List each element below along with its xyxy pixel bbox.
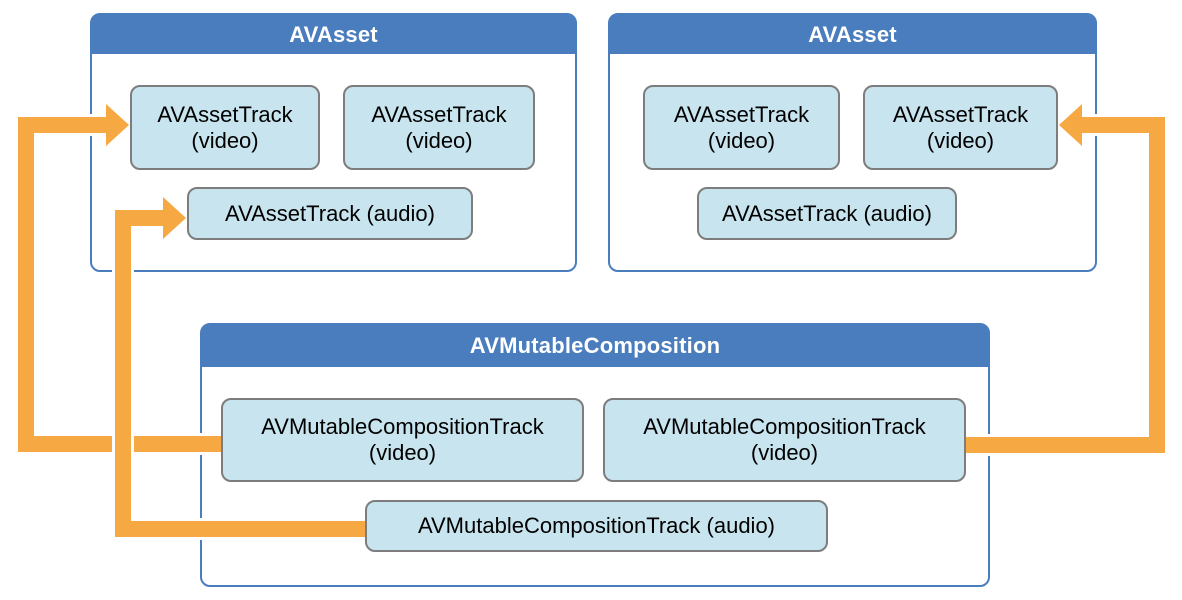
- track-label: AVMutableCompositionTrack: [643, 414, 926, 439]
- avmutablecomposition-title: AVMutableComposition: [469, 333, 721, 358]
- track-label: AVAssetTrack: [673, 101, 810, 127]
- avasset-left-title: AVAsset: [289, 21, 378, 47]
- track-sublabel: (video): [707, 127, 776, 153]
- avasset-left-video-track-2: AVAssetTrack (video): [343, 85, 535, 170]
- arrowhead-icon: [163, 197, 186, 239]
- track-label: AVAssetTrack (audio): [225, 200, 435, 226]
- arrowhead-icon: [1059, 104, 1082, 146]
- avasset-right-video-track-1: AVAssetTrack (video): [643, 85, 840, 170]
- track-label: AVAssetTrack: [157, 101, 293, 127]
- video-connector-right: [958, 104, 1168, 456]
- track-label: AVAssetTrack (audio): [722, 200, 932, 226]
- track-sublabel: (video): [368, 440, 437, 465]
- composition-video-track-1: AVMutableCompositionTrack (video): [221, 398, 584, 482]
- track-label: AVMutableCompositionTrack (audio): [417, 513, 776, 538]
- track-sublabel: (video): [750, 440, 819, 465]
- avasset-left-header: AVAsset: [92, 15, 575, 54]
- avasset-left-video-track-1: AVAssetTrack (video): [130, 85, 320, 170]
- avasset-right-audio-track: AVAssetTrack (audio): [697, 187, 957, 240]
- composition-audio-track: AVMutableCompositionTrack (audio): [365, 500, 828, 552]
- track-label: AVAssetTrack: [892, 101, 1029, 127]
- avasset-right-title: AVAsset: [808, 21, 897, 47]
- avasset-right-header: AVAsset: [610, 15, 1095, 54]
- audio-connector: [112, 197, 375, 540]
- track-sublabel: (video): [926, 127, 995, 153]
- arrowhead-icon: [106, 104, 129, 146]
- avmutablecomposition-header: AVMutableComposition: [202, 325, 988, 367]
- avasset-left-audio-track: AVAssetTrack (audio): [187, 187, 473, 240]
- track-label: AVAssetTrack: [371, 101, 507, 127]
- avasset-right-video-track-2: AVAssetTrack (video): [863, 85, 1058, 170]
- track-sublabel: (video): [405, 127, 473, 153]
- composition-video-track-2: AVMutableCompositionTrack (video): [603, 398, 966, 482]
- track-label: AVMutableCompositionTrack: [261, 414, 544, 439]
- track-sublabel: (video): [191, 127, 259, 153]
